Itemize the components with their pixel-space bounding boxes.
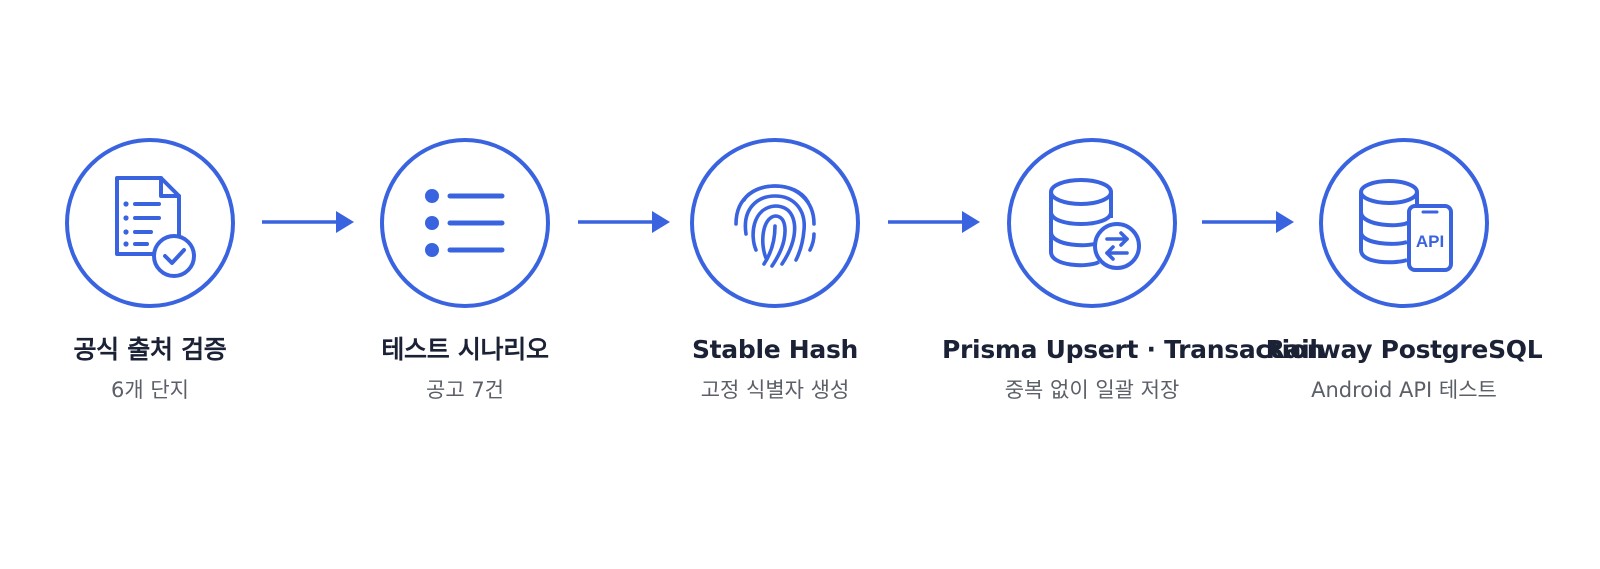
database-sync-icon — [1049, 178, 1141, 270]
flow-arrow — [1202, 209, 1294, 235]
arrow-right-icon — [888, 211, 980, 233]
api-label: API — [1416, 232, 1444, 251]
flow-arrow — [888, 209, 980, 235]
list-icon — [425, 189, 505, 257]
step-circle — [1007, 138, 1177, 308]
fingerprint-icon — [734, 184, 816, 268]
step-title: Railway PostgreSQL — [1265, 335, 1543, 364]
step-circle — [380, 138, 550, 308]
step-subtitle: 6개 단지 — [111, 378, 189, 402]
step-subtitle: 고정 식별자 생성 — [700, 378, 850, 402]
step-subtitle: 공고 7건 — [426, 378, 504, 402]
arrow-right-icon — [262, 211, 354, 233]
arrow-right-icon — [578, 211, 670, 233]
step-subtitle: 중복 없이 일괄 저장 — [1004, 378, 1180, 402]
step-title: Prisma Upsert · Transaction — [942, 335, 1325, 364]
step-title: Stable Hash — [691, 335, 859, 364]
step-title: 공식 출처 검증 — [73, 335, 227, 364]
step-source-verification: 공식 출처 검증 6개 단지 — [0, 138, 300, 404]
step-prisma-upsert: Prisma Upsert · Transaction 중복 없이 일괄 저장 — [942, 138, 1325, 404]
arrow-right-icon — [1202, 211, 1294, 233]
step-railway-postgres: API Railway PostgreSQL Android API 테스트 — [1254, 138, 1554, 404]
flow-arrow — [578, 209, 670, 235]
document-check-icon — [115, 176, 196, 278]
step-circle: API — [1319, 138, 1489, 308]
step-stable-hash: Stable Hash 고정 식별자 생성 — [625, 138, 925, 404]
step-circle — [65, 138, 235, 308]
step-test-scenarios: 테스트 시나리오 공고 7건 — [315, 138, 615, 404]
step-circle — [690, 138, 860, 308]
database-api-icon: API — [1359, 179, 1453, 272]
step-title: 테스트 시나리오 — [381, 335, 549, 364]
flow-arrow — [262, 209, 354, 235]
step-subtitle: Android API 테스트 — [1311, 378, 1497, 402]
